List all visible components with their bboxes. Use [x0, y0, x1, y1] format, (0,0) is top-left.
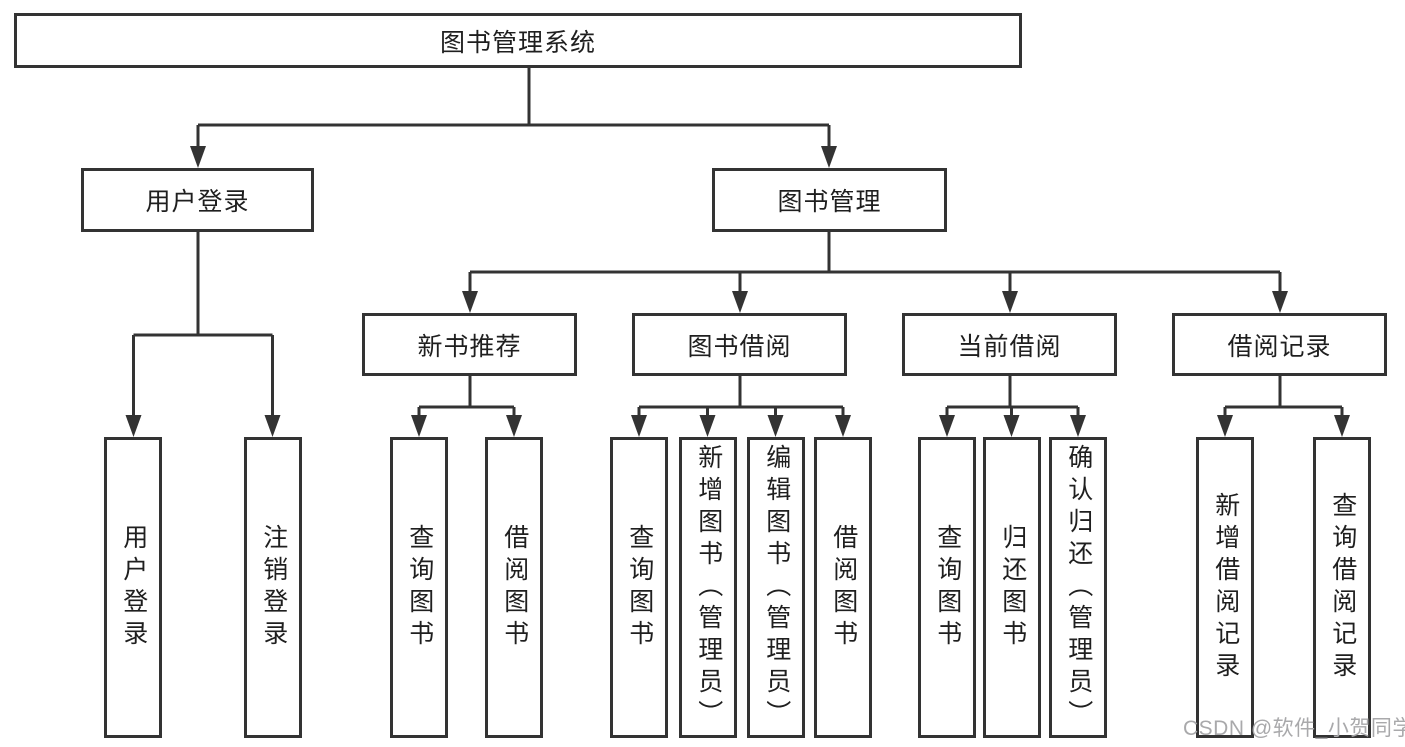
leaf-logout: 注销登录 [244, 437, 302, 738]
leaf-edit-book-admin: 编辑图书（管理员） [747, 437, 805, 738]
leaf-return-books: 归还图书 [983, 437, 1041, 738]
node-label: 图书管理系统 [439, 28, 596, 57]
leaf-query-books-current: 查询图书 [918, 437, 976, 738]
leaf-borrow-books-recommend: 借阅图书 [485, 437, 543, 738]
leaf-label: 借阅图书 [500, 523, 529, 652]
leaf-label: 查询图书 [405, 523, 434, 652]
node-library-management-system: 图书管理系统 [14, 13, 1022, 68]
connector-book-borrowing-to-leaves [631, 376, 851, 437]
leaf-query-books-borrowing: 查询图书 [610, 437, 668, 738]
node-book-management: 图书管理 [712, 168, 947, 232]
connector-user-login-to-leaves [125, 232, 281, 437]
connector-new-book-to-leaves [411, 376, 522, 437]
node-borrowing-records: 借阅记录 [1172, 313, 1387, 376]
leaf-label: 借阅图书 [829, 523, 858, 652]
leaf-label: 查询图书 [625, 523, 654, 652]
leaf-label: 查询借阅记录 [1328, 491, 1357, 684]
leaf-label: 编辑图书（管理员） [762, 443, 791, 732]
leaf-label: 查询图书 [933, 523, 962, 652]
csdn-watermark: CSDN @软件_小贺同学 [1183, 717, 1405, 740]
node-label: 图书借阅 [687, 332, 792, 361]
connector-current-borrowing-to-leaves [939, 376, 1086, 437]
leaf-query-books-recommend: 查询图书 [390, 437, 448, 738]
node-book-borrowing: 图书借阅 [632, 313, 847, 376]
connector-book-management-to-level3 [462, 232, 1288, 313]
leaf-label: 注销登录 [259, 523, 288, 652]
node-label: 图书管理 [777, 188, 882, 216]
leaf-label: 新增借阅记录 [1211, 491, 1240, 684]
leaf-user-login: 用户登录 [104, 437, 162, 738]
leaf-label: 确认归还（管理员） [1064, 443, 1093, 732]
connector-root-to-level2 [190, 68, 837, 168]
node-current-borrowing: 当前借阅 [902, 313, 1117, 376]
node-label: 用户登录 [145, 188, 250, 216]
leaf-confirm-return-admin: 确认归还（管理员） [1049, 437, 1107, 738]
node-label: 当前借阅 [957, 332, 1062, 361]
node-new-book-recommendation: 新书推荐 [362, 313, 577, 376]
connector-borrow-records-to-leaves [1217, 376, 1350, 437]
leaf-query-borrow-record: 查询借阅记录 [1313, 437, 1371, 738]
leaf-label: 归还图书 [998, 523, 1027, 652]
leaf-label: 新增图书（管理员） [694, 443, 723, 732]
node-user-login: 用户登录 [81, 168, 314, 232]
node-label: 借阅记录 [1227, 332, 1332, 361]
node-label: 新书推荐 [417, 332, 522, 361]
leaf-add-book-admin: 新增图书（管理员） [679, 437, 737, 738]
leaf-borrow-books-borrowing: 借阅图书 [814, 437, 872, 738]
leaf-add-borrow-record: 新增借阅记录 [1196, 437, 1254, 738]
leaf-label: 用户登录 [119, 523, 148, 652]
